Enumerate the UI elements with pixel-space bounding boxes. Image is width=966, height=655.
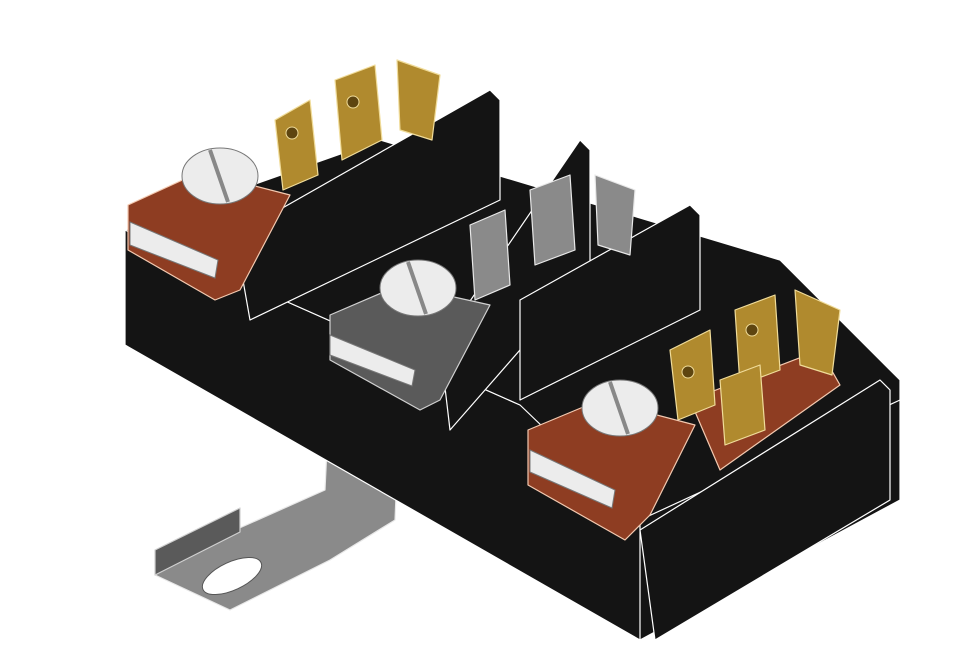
terminal-left [127,59,441,301]
terminal-middle [329,174,636,411]
terminal-right [527,289,841,541]
